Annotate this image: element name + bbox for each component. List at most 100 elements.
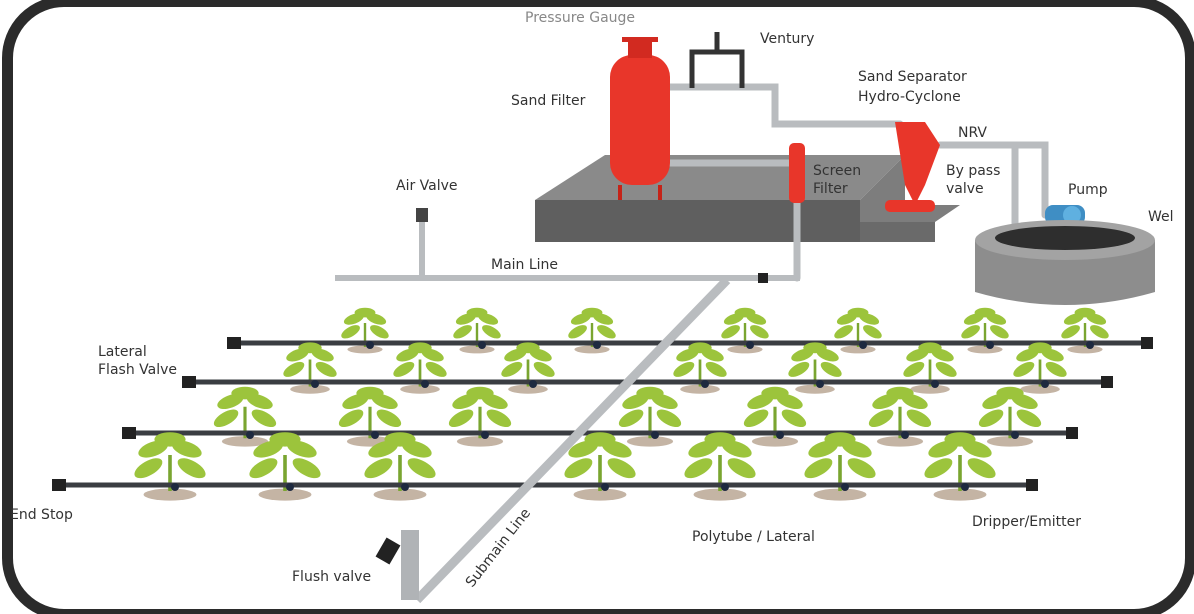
leaf bbox=[1090, 325, 1109, 339]
dripper bbox=[529, 380, 537, 388]
soil bbox=[1067, 345, 1103, 354]
label-flash-valve: Flash Valve bbox=[98, 362, 177, 378]
leaf bbox=[501, 361, 523, 377]
plant bbox=[448, 386, 512, 447]
label-screen-filter: Filter bbox=[813, 181, 848, 197]
plant bbox=[564, 432, 636, 501]
dripper bbox=[171, 483, 179, 491]
dripper bbox=[1041, 380, 1049, 388]
leaf bbox=[761, 386, 789, 400]
label-ventury: Ventury bbox=[760, 31, 815, 47]
main-line-valve bbox=[758, 273, 768, 283]
dripper bbox=[1011, 431, 1019, 439]
leaf bbox=[1045, 361, 1067, 377]
label-bypass-valve: valve bbox=[946, 181, 984, 197]
soil bbox=[727, 345, 763, 354]
leaf bbox=[781, 409, 807, 428]
label-sand-filter: Sand Filter bbox=[511, 93, 586, 109]
label-main-line: Main Line bbox=[491, 257, 559, 273]
plant bbox=[341, 307, 389, 354]
pump bbox=[1045, 205, 1085, 225]
plant bbox=[1061, 307, 1109, 354]
lateral-end-cap bbox=[1066, 427, 1078, 439]
leaf bbox=[1074, 307, 1096, 318]
leaf bbox=[847, 458, 876, 479]
leaf bbox=[486, 409, 512, 428]
soil bbox=[508, 384, 548, 394]
soil bbox=[910, 384, 950, 394]
sand-filter bbox=[610, 37, 670, 200]
end-stop bbox=[227, 337, 241, 349]
air-valve bbox=[416, 208, 428, 278]
leaf bbox=[636, 386, 664, 400]
label-end-stop: End Stop bbox=[10, 507, 73, 523]
soil bbox=[795, 384, 835, 394]
leaf bbox=[292, 458, 321, 479]
label-lateral: Lateral bbox=[98, 344, 147, 360]
leaf bbox=[177, 458, 206, 479]
leaf bbox=[269, 432, 301, 447]
leaf bbox=[283, 361, 305, 377]
label-well: Wel bbox=[1148, 209, 1174, 225]
dripper bbox=[246, 431, 254, 439]
dripper bbox=[311, 380, 319, 388]
dripper bbox=[859, 341, 867, 349]
soil bbox=[459, 345, 495, 354]
soil bbox=[373, 488, 427, 501]
leaf bbox=[990, 325, 1009, 339]
soil bbox=[143, 488, 197, 501]
leaf bbox=[918, 342, 942, 354]
plant bbox=[453, 307, 501, 354]
leaf bbox=[996, 386, 1024, 400]
leaf bbox=[370, 325, 389, 339]
leaf bbox=[251, 409, 277, 428]
leaf bbox=[1028, 342, 1052, 354]
plant bbox=[249, 432, 321, 501]
soil bbox=[626, 436, 674, 447]
end-stop bbox=[182, 376, 196, 388]
leaf bbox=[935, 361, 957, 377]
plant bbox=[673, 342, 727, 394]
leaf bbox=[750, 325, 769, 339]
leaf bbox=[364, 458, 393, 479]
end-stop bbox=[52, 479, 66, 491]
soil bbox=[456, 436, 504, 447]
submain-line-pipe bbox=[413, 276, 731, 604]
plant bbox=[804, 432, 876, 501]
dripper bbox=[601, 483, 609, 491]
leaf bbox=[448, 409, 474, 428]
leaf bbox=[820, 361, 842, 377]
hydro-cyclone bbox=[885, 122, 940, 212]
dripper bbox=[478, 341, 486, 349]
soil bbox=[1020, 384, 1060, 394]
leaf bbox=[134, 458, 163, 479]
leaf bbox=[704, 432, 736, 447]
leaf bbox=[967, 458, 996, 479]
venturi bbox=[689, 32, 745, 88]
leaf bbox=[803, 342, 827, 354]
soil bbox=[751, 436, 799, 447]
plant bbox=[924, 432, 996, 501]
leaf bbox=[154, 432, 186, 447]
screen-filter bbox=[789, 143, 805, 203]
leaf bbox=[213, 409, 239, 428]
leaf bbox=[824, 432, 856, 447]
leaf bbox=[944, 432, 976, 447]
plant bbox=[501, 342, 555, 394]
plant bbox=[961, 307, 1009, 354]
plant bbox=[338, 386, 402, 447]
label-nrv: NRV bbox=[958, 125, 988, 141]
lateral-end-cap bbox=[1141, 337, 1153, 349]
concrete-platform bbox=[535, 155, 960, 242]
dripper bbox=[961, 483, 969, 491]
dripper bbox=[721, 483, 729, 491]
lateral-end-cap bbox=[1026, 479, 1038, 491]
leaf bbox=[734, 307, 756, 318]
dripper bbox=[371, 431, 379, 439]
leaf bbox=[315, 361, 337, 377]
soil bbox=[258, 488, 312, 501]
leaf bbox=[376, 409, 402, 428]
